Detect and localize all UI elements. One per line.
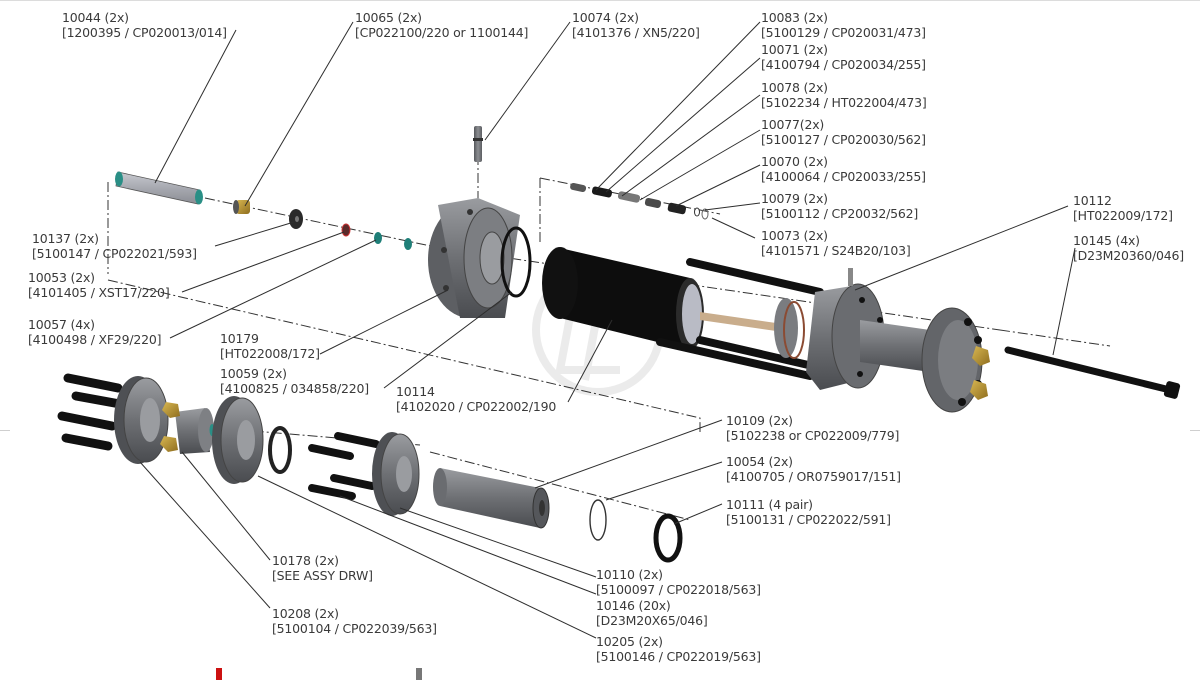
bottom-red-marker: [216, 668, 222, 680]
callout-10137: 10137 (2x)[5100147 / CP022021/593]: [32, 231, 197, 261]
part-10111-seal: [653, 513, 683, 563]
callout-10079: 10079 (2x)[5100112 / CP20032/562]: [761, 191, 919, 221]
callout-10054: 10054 (2x)[4100705 / OR0759017/151]: [726, 454, 901, 484]
callout-10059: 10059 (2x)[4100825 / 034858/220]: [220, 366, 369, 396]
part-10057-ring-b: [404, 238, 412, 250]
right-flange: [921, 307, 990, 413]
callout-10179: 10179[HT022008/172]: [220, 331, 320, 361]
left-edge-tick: [0, 430, 10, 431]
callout-10114: 10114[4102020 / CP022002/190: [396, 384, 557, 414]
callout-10065: 10065 (2x)[CP022100/220 or 1100144]: [355, 10, 529, 40]
part-10137-washer: [289, 209, 303, 229]
callout-10178: 10178 (2x)[SEE ASSY DRW]: [272, 553, 373, 583]
part-10179-head: [428, 198, 520, 318]
callout-10145: 10145 (4x)[D23M20360/046]: [1073, 233, 1184, 263]
part-10205-flange: [212, 396, 264, 484]
part-10109-sleeve: [433, 468, 550, 529]
callout-10073: 10073 (2x)[4101571 / S24B20/103]: [761, 228, 911, 258]
part-10145-bolt: [1004, 346, 1181, 399]
lower-oring: [268, 426, 292, 474]
callout-10110: 10110 (2x)[5100097 / CP022018/563]: [596, 567, 761, 597]
part-10114-cylinder: [542, 247, 704, 350]
piston-rod: [700, 312, 790, 333]
callout-10044: 10044 (2x)[1200395 / CP020013/014]: [62, 10, 227, 40]
right-edge-tick: [1190, 430, 1200, 431]
part-10110-flange: [372, 432, 420, 516]
callout-10208: 10208 (2x)[5100104 / CP022039/563]: [272, 606, 437, 636]
callout-10057: 10057 (4x)[4100498 / XF29/220]: [28, 317, 162, 347]
callout-10053: 10053 (2x)[4101405 / XST17/220]: [28, 270, 170, 300]
part-10208-flange: [114, 376, 169, 464]
bottom-grey-marker: [416, 668, 422, 680]
piston: [774, 298, 805, 359]
callout-10070: 10070 (2x)[4100064 / CP020033/255]: [761, 154, 926, 184]
callout-10109: 10109 (2x)[5102238 or CP022009/779]: [726, 413, 900, 443]
callout-10111: 10111 (4 pair)[5100131 / CP022022/591]: [726, 497, 891, 527]
leader-lines: [139, 21, 1076, 639]
callout-10074: 10074 (2x)[4101376 / XN5/220]: [572, 10, 700, 40]
part-10053-ring: [341, 223, 351, 237]
callout-10146: 10146 (20x)[D23M20X65/046]: [596, 598, 708, 628]
callout-10078: 10078 (2x)[5102234 / HT022004/473]: [761, 80, 927, 110]
part-10059-oring: [500, 226, 532, 298]
callout-10083: 10083 (2x)[5100129 / CP020031/473]: [761, 10, 926, 40]
lower-left-bolts: [57, 373, 125, 451]
middle-bolts: [308, 432, 380, 500]
callout-10071: 10071 (2x)[4100794 / CP020034/255]: [761, 42, 926, 72]
callout-10112: 10112[HT022009/172]: [1073, 193, 1173, 223]
part-10054-oring: [589, 499, 607, 541]
top-border: [0, 0, 1200, 1]
part-10057-ring-a: [374, 232, 382, 244]
part-10178-fitting: [160, 402, 215, 454]
callout-10077: 10077(2x)[5100127 / CP020030/562]: [761, 117, 926, 147]
callout-10205: 10205 (2x)[5100146 / CP022019/563]: [596, 634, 761, 664]
part-10074-sensor: [473, 126, 483, 162]
part-10044-pin: [115, 171, 203, 205]
part-10112-endblock: [806, 268, 930, 390]
